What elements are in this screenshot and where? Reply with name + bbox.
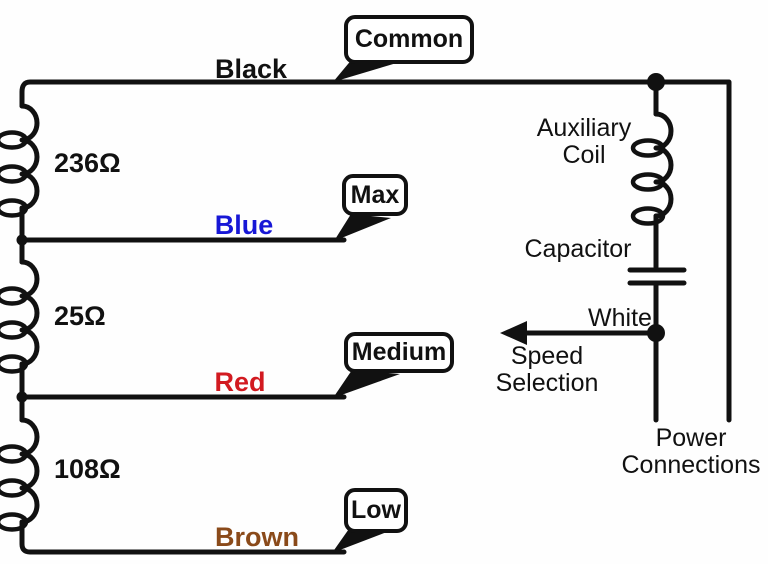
junction-dot xyxy=(16,234,28,246)
terminal-label-low: Low xyxy=(351,496,401,524)
wire-label-red: Red xyxy=(214,367,266,397)
auxiliary-coil-label: Auxiliary Coil xyxy=(536,114,632,169)
black-wire xyxy=(19,79,732,423)
resistance-label-coil-3: 108Ω xyxy=(54,454,121,484)
resistance-label-coil-2: 25Ω xyxy=(54,301,106,331)
power-connections-label: Power Connections xyxy=(621,424,761,479)
main-coil-3 xyxy=(0,417,40,532)
resistance-label-coil-1: 236Ω xyxy=(54,148,121,178)
callout-tail-max xyxy=(334,214,391,241)
main-coil-1 xyxy=(0,103,40,218)
speed-selection-label: Speed Selection xyxy=(495,342,599,397)
wire-label-black: Black xyxy=(214,54,288,84)
speed-selection-arrow xyxy=(500,321,653,345)
wire-label-blue: Blue xyxy=(214,210,274,240)
brown-wire xyxy=(19,519,347,555)
junction-dot xyxy=(647,324,665,342)
wire-label-white: White xyxy=(588,304,652,332)
terminal-callout-common: Common xyxy=(344,15,474,64)
terminal-callout-low: Low xyxy=(344,488,408,533)
capacitor-label: Capacitor xyxy=(524,235,632,263)
capacitor-symbol xyxy=(627,267,687,286)
callout-tail-medium xyxy=(333,370,400,398)
main-coil-2 xyxy=(0,259,40,374)
terminal-callout-max: Max xyxy=(342,174,408,216)
terminal-callout-medium: Medium xyxy=(344,332,454,373)
junction-dot xyxy=(647,73,665,91)
junction-dot xyxy=(16,391,28,403)
callout-tail-common xyxy=(333,58,400,82)
wire-label-brown: Brown xyxy=(215,522,299,552)
auxiliary-coil xyxy=(630,111,674,226)
terminal-label-max: Max xyxy=(350,180,400,209)
terminal-label-medium: Medium xyxy=(351,338,447,366)
terminal-label-common: Common xyxy=(354,25,464,53)
